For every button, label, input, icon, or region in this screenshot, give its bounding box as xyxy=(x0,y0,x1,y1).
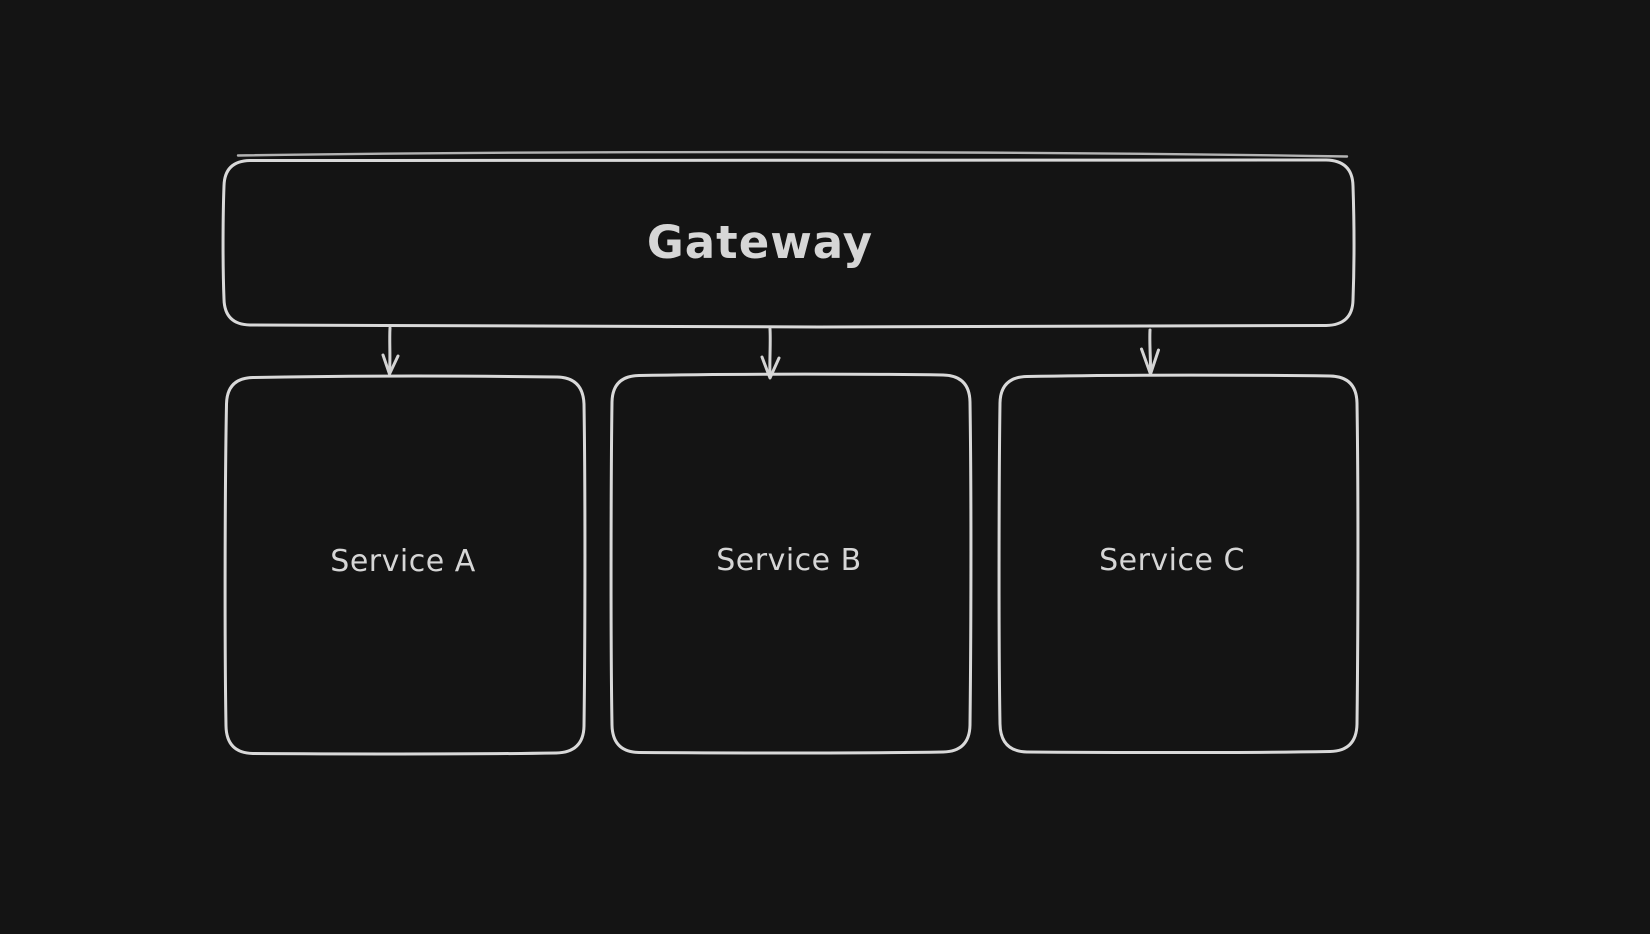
service-a-node-box[interactable] xyxy=(223,374,587,756)
arrow-head-down-icon xyxy=(760,355,781,380)
arrow-stem xyxy=(388,326,392,373)
gateway-box-sketch-overstroke xyxy=(236,150,1349,158)
service-b-node[interactable]: Service B xyxy=(609,372,973,755)
gateway-node-label: Gateway xyxy=(647,216,873,269)
service-a-node[interactable]: Service A xyxy=(223,374,587,756)
service-c-node-box[interactable] xyxy=(997,373,1360,754)
service-c-node[interactable]: Service C xyxy=(997,373,1360,754)
arrow-gateway-to-service-b[interactable] xyxy=(760,327,781,380)
service-b-node-label: Service B xyxy=(716,543,862,578)
arrow-gateway-to-service-a[interactable] xyxy=(381,326,400,376)
service-a-node-label: Service A xyxy=(330,544,475,579)
arrow-head-down-icon xyxy=(381,353,400,376)
service-c-node-label: Service C xyxy=(1099,543,1245,578)
arrow-gateway-to-service-c[interactable] xyxy=(1140,328,1160,376)
service-b-node-box[interactable] xyxy=(609,372,973,755)
gateway-node-box[interactable] xyxy=(221,157,1356,329)
arrow-stem xyxy=(1148,328,1153,374)
gateway-node[interactable]: Gateway xyxy=(221,150,1356,329)
